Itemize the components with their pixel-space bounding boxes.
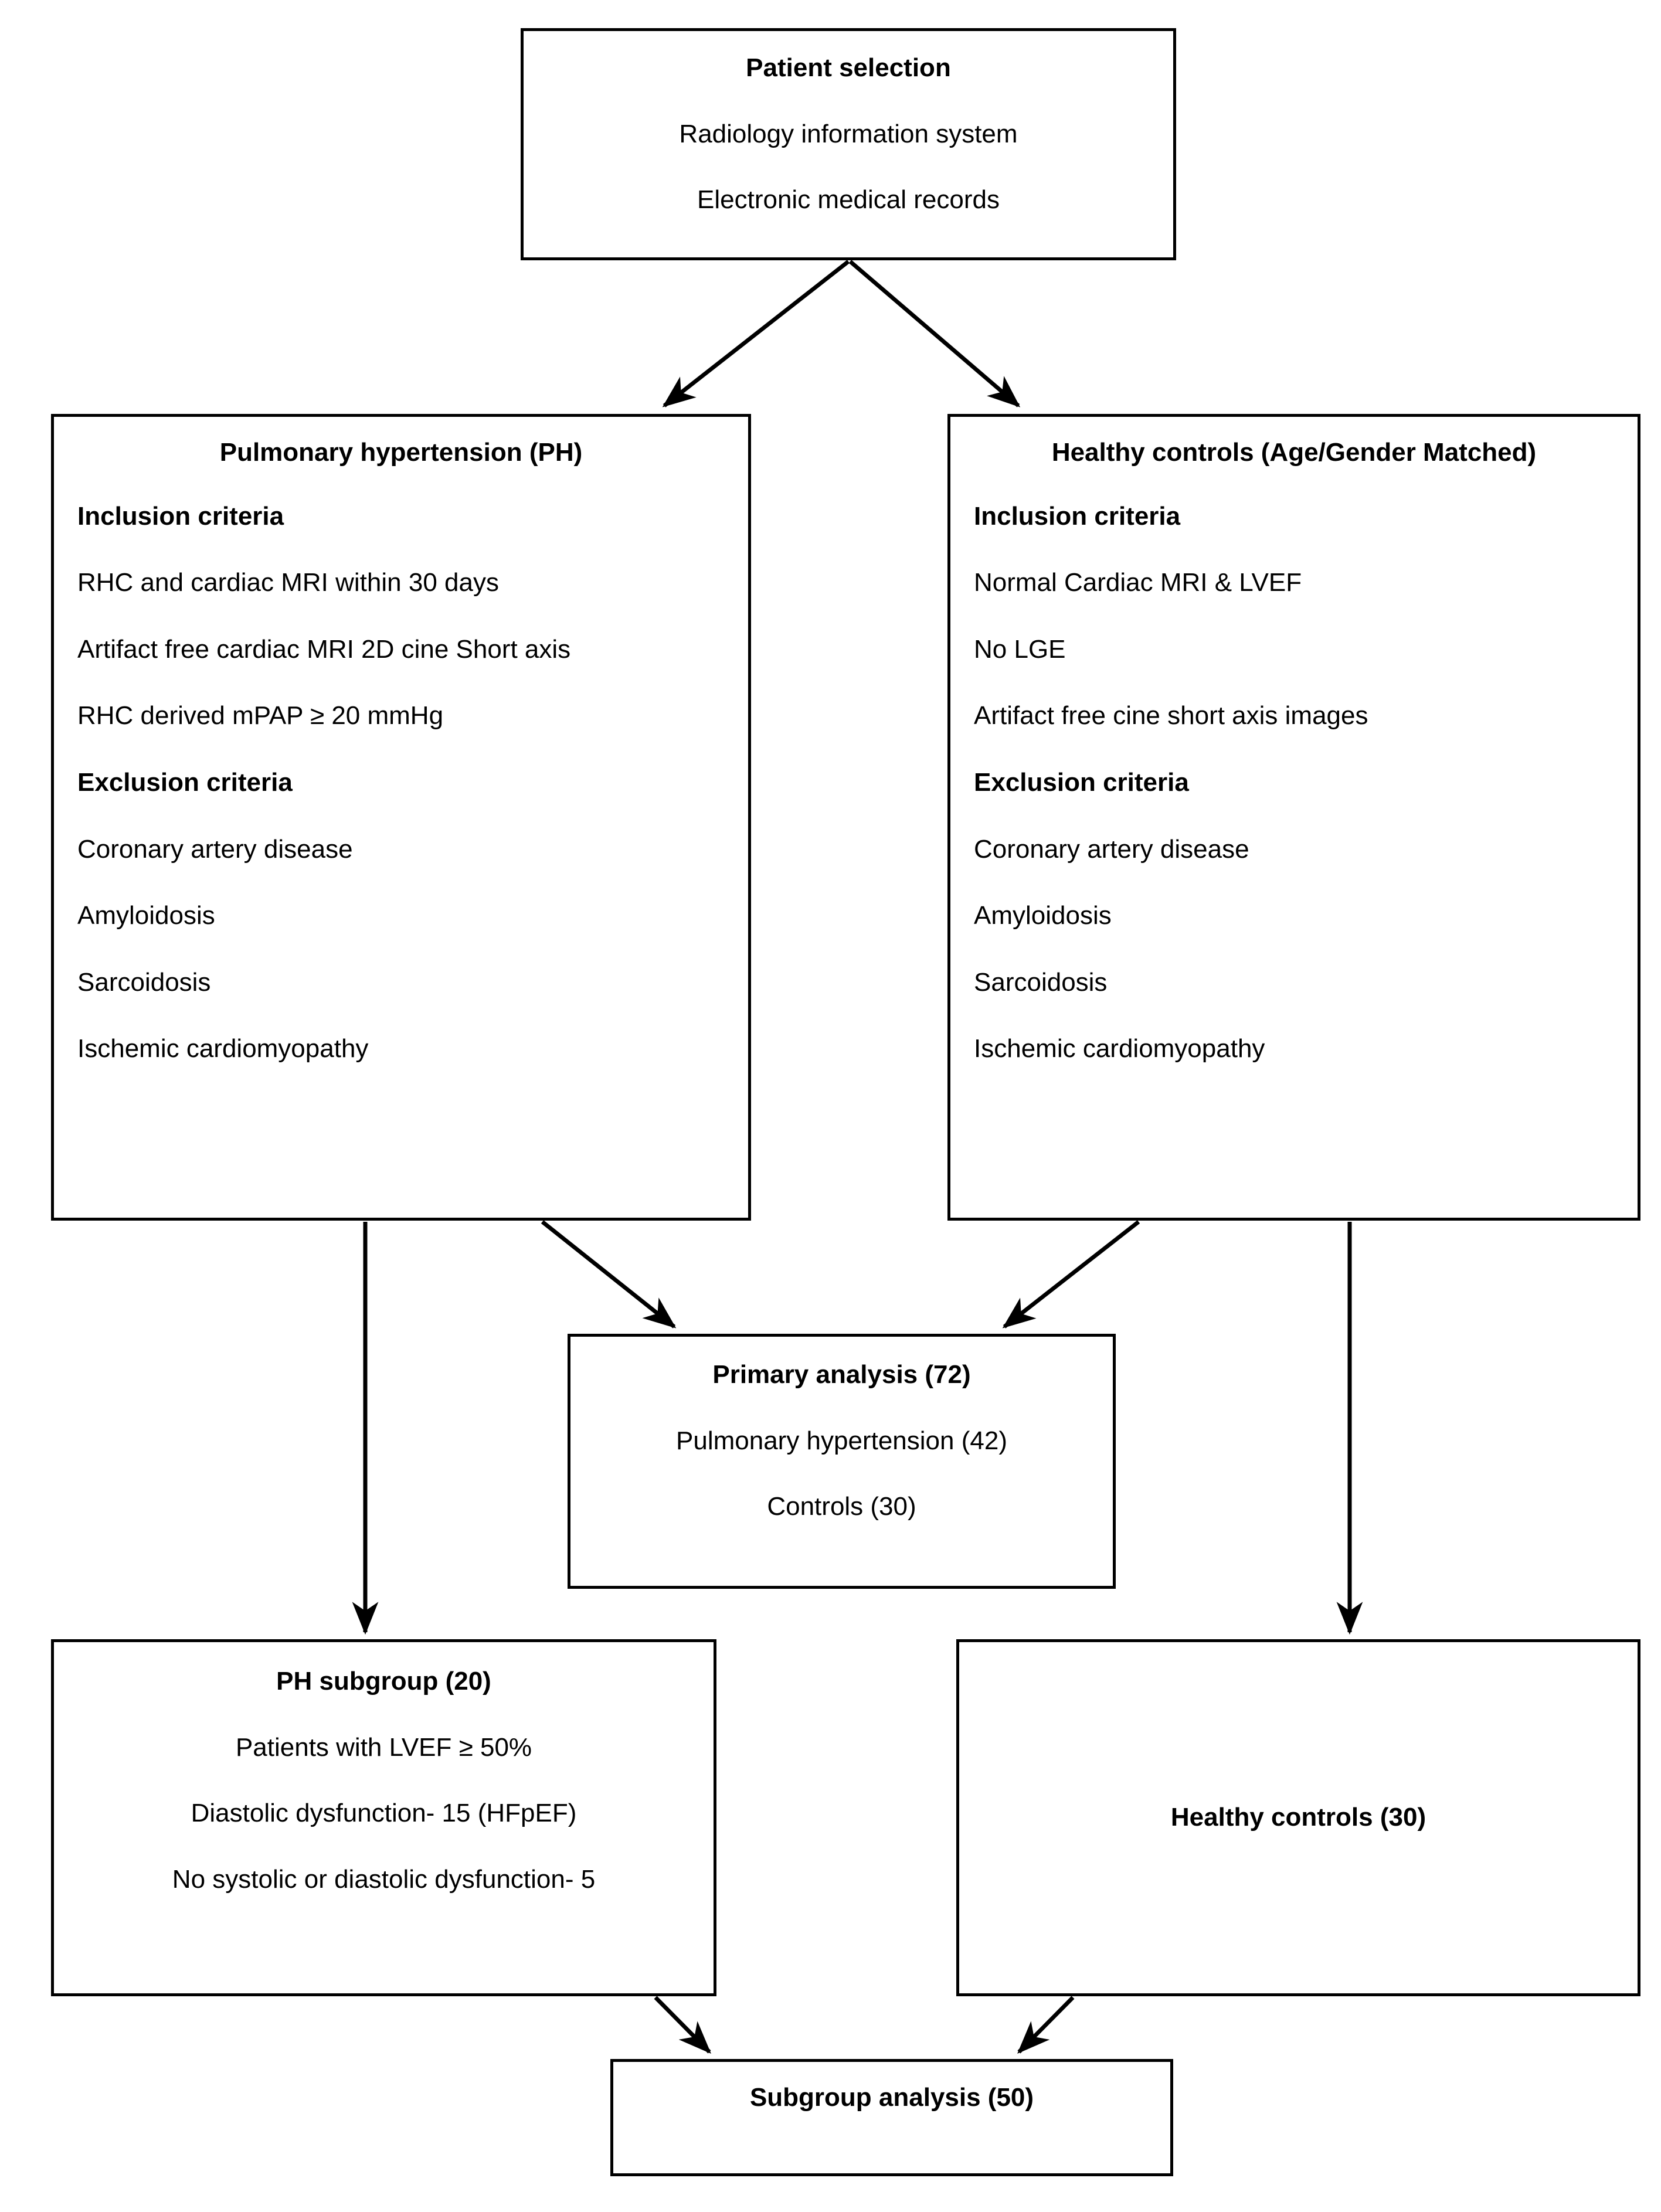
node-subgroup-analysis: Subgroup analysis (50) xyxy=(610,2059,1173,2176)
node-patient-selection-title: Patient selection xyxy=(746,53,951,82)
node-healthy-controls-30-title: Healthy controls (30) xyxy=(1170,1803,1426,1832)
node-patient-selection: Patient selection Radiology information … xyxy=(521,28,1176,260)
edge-controls-30-to-subgroup-analysis xyxy=(1017,1996,1075,2054)
node-healthy-controls-30: Healthy controls (30) xyxy=(956,1639,1640,1996)
node-controls-exclusion-item-4: Ischemic cardiomyopathy xyxy=(974,1034,1265,1063)
node-controls-inclusion-heading: Inclusion criteria xyxy=(974,501,1181,531)
node-pulmonary-hypertension: Pulmonary hypertension (PH) Inclusion cr… xyxy=(51,414,751,1221)
edge-patient-selection-to-ph xyxy=(662,260,850,407)
node-ph-inclusion-item-3: RHC derived mPAP ≥ 20 mmHg xyxy=(77,701,444,730)
node-healthy-controls: Healthy controls (Age/Gender Matched) In… xyxy=(947,414,1640,1221)
node-ph-subgroup-line-1: Patients with LVEF ≥ 50% xyxy=(235,1732,532,1762)
node-patient-selection-line-2: Electronic medical records xyxy=(697,185,1000,215)
node-primary-analysis-line-2: Controls (30) xyxy=(767,1492,916,1521)
node-controls-exclusion-item-3: Sarcoidosis xyxy=(974,967,1108,997)
node-ph-exclusion-item-1: Coronary artery disease xyxy=(77,834,353,864)
node-ph-subgroup: PH subgroup (20) Patients with LVEF ≥ 50… xyxy=(51,1639,716,1996)
edge-patient-selection-to-controls xyxy=(848,260,1021,407)
node-patient-selection-line-1: Radiology information system xyxy=(679,119,1018,148)
node-ph-exclusion-heading: Exclusion criteria xyxy=(77,767,293,797)
node-ph-inclusion-item-2: Artifact free cardiac MRI 2D cine Short … xyxy=(77,634,571,664)
node-controls-title: Healthy controls (Age/Gender Matched) xyxy=(1051,438,1537,467)
edge-ph-to-primary-analysis xyxy=(541,1220,677,1328)
node-controls-inclusion-item-1: Normal Cardiac MRI & LVEF xyxy=(974,568,1302,597)
node-controls-inclusion-item-2: No LGE xyxy=(974,634,1066,664)
node-ph-title: Pulmonary hypertension (PH) xyxy=(219,438,583,467)
node-ph-inclusion-heading: Inclusion criteria xyxy=(77,501,284,531)
node-controls-inclusion-item-3: Artifact free cine short axis images xyxy=(974,701,1368,730)
node-controls-exclusion-item-2: Amyloidosis xyxy=(974,901,1112,930)
node-controls-exclusion-heading: Exclusion criteria xyxy=(974,767,1189,797)
node-controls-exclusion-item-1: Coronary artery disease xyxy=(974,834,1249,864)
node-ph-exclusion-item-3: Sarcoidosis xyxy=(77,967,211,997)
node-ph-subgroup-line-3: No systolic or diastolic dysfunction- 5 xyxy=(172,1864,596,1894)
edge-controls-to-primary-analysis xyxy=(1002,1220,1140,1328)
edge-ph-subgroup-to-subgroup-analysis xyxy=(654,1996,711,2054)
node-primary-analysis-title: Primary analysis (72) xyxy=(712,1360,971,1389)
node-subgroup-analysis-title: Subgroup analysis (50) xyxy=(749,2083,1034,2112)
node-ph-subgroup-line-2: Diastolic dysfunction- 15 (HFpEF) xyxy=(191,1799,577,1828)
node-ph-exclusion-item-2: Amyloidosis xyxy=(77,901,215,930)
node-ph-subgroup-title: PH subgroup (20) xyxy=(276,1667,491,1695)
node-ph-inclusion-item-1: RHC and cardiac MRI within 30 days xyxy=(77,568,499,597)
node-ph-exclusion-item-4: Ischemic cardiomyopathy xyxy=(77,1034,369,1063)
node-primary-analysis-line-1: Pulmonary hypertension (42) xyxy=(676,1426,1007,1455)
node-primary-analysis: Primary analysis (72) Pulmonary hyperten… xyxy=(568,1334,1116,1589)
